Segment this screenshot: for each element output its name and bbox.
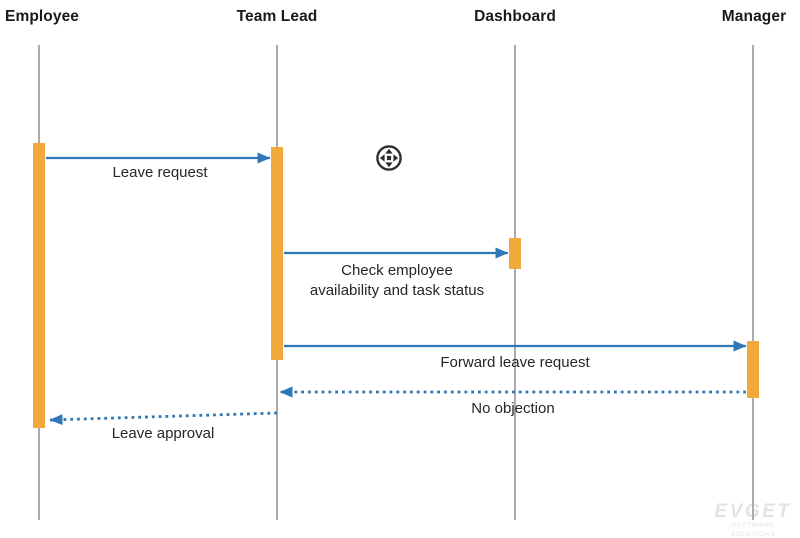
message-label-line-2: availability and task status (309, 282, 485, 299)
activation-bar-team-lead (271, 147, 283, 360)
activation-bar-manager (747, 341, 759, 398)
activation-bar-employee (33, 143, 45, 428)
lifeline-dashboard (514, 45, 516, 520)
message-label-check-availability: Check employee availability and task sta… (310, 261, 484, 301)
message-label-forward-leave-request: Forward leave request (440, 354, 590, 371)
watermark: EVGET SOFTWARE SOLUTIONS (708, 502, 798, 538)
actor-label-dashboard: Dashboard (474, 8, 556, 25)
watermark-tagline: SOFTWARE SOLUTIONS (730, 522, 776, 538)
actor-label-team-lead: Team Lead (236, 8, 318, 25)
message-label-no-objection: No objection (471, 400, 555, 417)
lifeline-manager (752, 45, 754, 520)
activation-bar-dashboard (509, 238, 521, 269)
pan-move-icon[interactable] (375, 144, 403, 172)
message-label-leave-request: Leave request (112, 164, 208, 181)
watermark-brand: EVGET (708, 502, 798, 521)
message-label-line-1: Check employee (341, 262, 453, 279)
actor-label-employee: Employee (5, 8, 80, 25)
actor-label-manager: Manager (721, 8, 787, 25)
message-label-leave-approval: Leave approval (111, 425, 215, 442)
arrow-leave-approval (49, 411, 278, 426)
